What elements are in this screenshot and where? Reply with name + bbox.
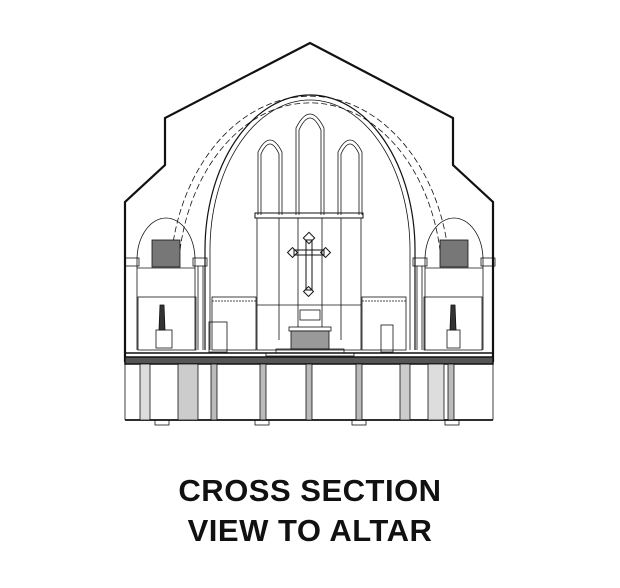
floor-slab (124, 356, 494, 365)
lancet-window-center (295, 113, 325, 215)
outer-vault-dashed-2 (179, 102, 441, 251)
side-aisle-left (124, 217, 208, 350)
lectern (380, 324, 394, 353)
building-outline (123, 41, 495, 362)
side-aisle-right (412, 217, 496, 350)
basement (124, 363, 494, 426)
wainscot (137, 296, 483, 351)
chancel-arch-inner (209, 99, 411, 350)
lancet-window-left (257, 139, 283, 215)
outer-vault-dashed (171, 95, 449, 251)
drawing-title-line1: CROSS SECTION (178, 473, 442, 508)
reredos (254, 212, 364, 351)
chancel-arch (204, 94, 416, 350)
lancet-windows (257, 113, 363, 215)
altar-cross-icon (286, 231, 332, 298)
lancet-window-center-inner (298, 117, 322, 215)
drawing-title-line2: VIEW TO ALTAR (187, 513, 433, 548)
lancet-window-right (337, 139, 363, 215)
cross-section-drawing (123, 41, 496, 426)
lancet-window-left-inner (260, 143, 280, 215)
lancet-window-right-inner (340, 143, 360, 215)
pulpit (208, 321, 228, 353)
